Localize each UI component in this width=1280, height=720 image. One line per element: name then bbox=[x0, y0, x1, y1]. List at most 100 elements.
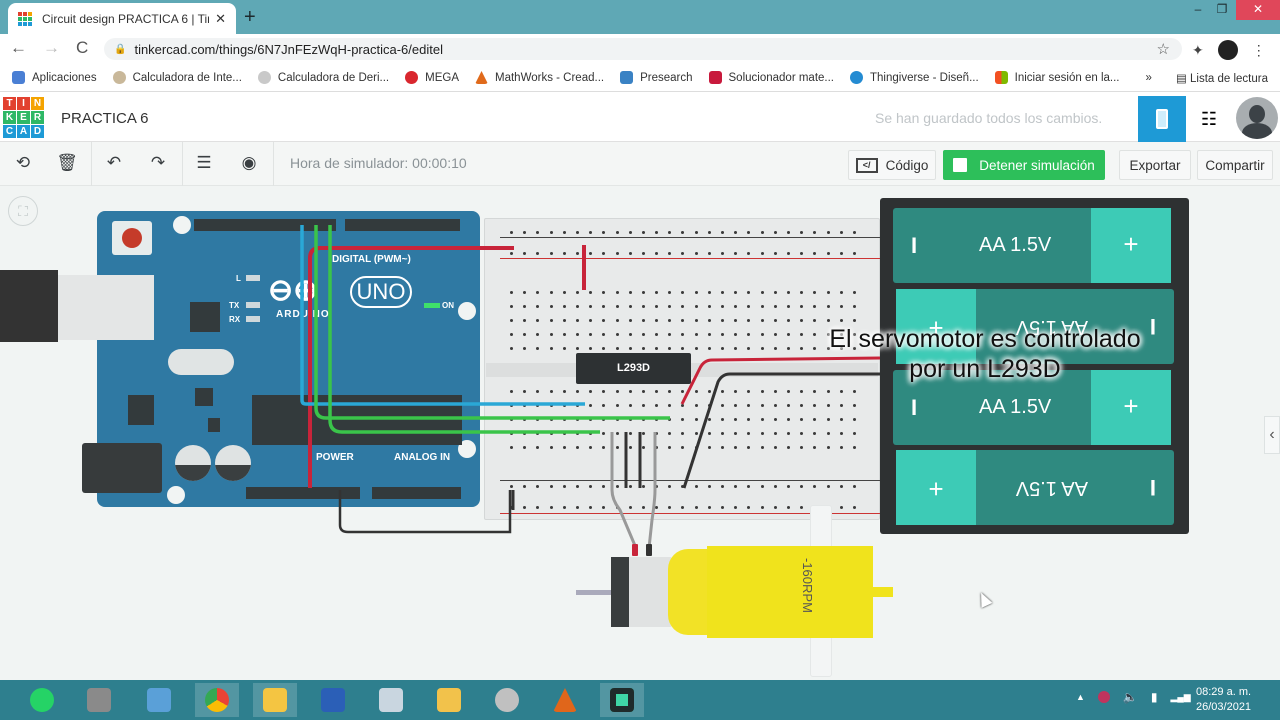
bookmark-item[interactable]: Iniciar sesión en la... bbox=[994, 71, 1120, 84]
battery-label: AA 1.5V bbox=[979, 396, 1052, 418]
logo-letter: C bbox=[3, 125, 16, 138]
toolbar-divider bbox=[273, 142, 274, 186]
logo-letter: R bbox=[31, 111, 44, 124]
battery-cell: I AA 1.5V + bbox=[896, 450, 1174, 525]
battery-icon[interactable]: ▮ bbox=[1150, 690, 1158, 704]
undo-icon[interactable]: ↶ bbox=[106, 153, 122, 172]
crystal-oscillator bbox=[168, 349, 234, 375]
menu-kebab-icon[interactable]: ⋮ bbox=[1251, 41, 1266, 58]
bookmark-star-icon[interactable]: ☆ bbox=[1156, 41, 1170, 58]
folder-icon bbox=[263, 688, 287, 712]
motor-output-shaft bbox=[873, 587, 893, 597]
bookmark-item[interactable]: Solucionador mate... bbox=[708, 71, 834, 84]
fit-view-button[interactable]: ⛶ bbox=[8, 196, 38, 226]
taskbar-file-explorer[interactable] bbox=[253, 683, 297, 717]
analog-label: ANALOG IN bbox=[394, 452, 451, 463]
bookmarks-overflow-button[interactable]: » bbox=[1145, 71, 1152, 84]
notes-icon[interactable]: ☰ bbox=[196, 153, 212, 172]
forward-icon[interactable]: → bbox=[43, 38, 60, 57]
clock-date: 26/03/2021 bbox=[1196, 701, 1252, 713]
l293d-chip[interactable]: L293D bbox=[576, 353, 691, 384]
url-text: tinkercad.com/things/6N7JnFEzWqH-practic… bbox=[134, 41, 443, 57]
delete-icon[interactable]: 🗑 bbox=[56, 153, 78, 172]
code-button[interactable]: </ Código bbox=[848, 150, 936, 180]
share-button[interactable]: Compartir bbox=[1197, 150, 1273, 180]
visibility-eye-icon[interactable]: ◉ bbox=[241, 153, 257, 172]
bookmark-item[interactable]: Calculadora de Inte... bbox=[112, 71, 242, 84]
bookmark-item[interactable]: Presearch bbox=[620, 71, 693, 84]
bookmark-favicon-icon bbox=[112, 71, 126, 84]
tray-overflow-chevron-icon[interactable]: ▲ bbox=[1076, 692, 1085, 702]
components-panel-toggle[interactable]: ‹ bbox=[1264, 416, 1280, 454]
taskbar-hammer-tool[interactable] bbox=[427, 683, 471, 717]
bookmark-item[interactable]: Calculadora de Deri... bbox=[257, 71, 390, 84]
smd-chip bbox=[195, 388, 213, 406]
plus-terminal: + bbox=[1091, 208, 1171, 283]
code-editor-icon: </ bbox=[855, 157, 878, 173]
bookmark-item[interactable]: MathWorks - Cread... bbox=[475, 71, 604, 84]
component-list-button[interactable]: ☷ bbox=[1186, 96, 1232, 142]
motor-lead-black[interactable] bbox=[646, 544, 652, 556]
back-icon[interactable]: ← bbox=[10, 38, 27, 57]
minimize-button[interactable]: – bbox=[1194, 2, 1202, 16]
stop-simulation-button[interactable]: Detener simulación bbox=[943, 150, 1105, 180]
project-title[interactable]: PRACTICA 6 bbox=[61, 110, 149, 127]
extensions-puzzle-icon[interactable]: ✦ bbox=[1192, 41, 1204, 58]
hobby-gearmotor[interactable] bbox=[707, 546, 873, 638]
power-label: POWER bbox=[316, 452, 354, 463]
tab-close-icon[interactable]: ✕ bbox=[215, 10, 226, 26]
reload-icon[interactable]: C bbox=[76, 38, 89, 57]
logo-letter: A bbox=[17, 125, 30, 138]
rotate-icon[interactable]: ⟲ bbox=[15, 153, 31, 172]
motor-lead-red[interactable] bbox=[632, 544, 638, 556]
logo-letter: T bbox=[3, 97, 16, 110]
breadboard-hole-row bbox=[510, 485, 856, 489]
profile-avatar[interactable] bbox=[1217, 40, 1238, 60]
bookmark-label: MEGA bbox=[425, 71, 460, 84]
taskbar-calculator[interactable] bbox=[369, 683, 413, 717]
bookmark-item[interactable]: MEGA bbox=[405, 71, 459, 84]
volume-icon[interactable]: 🔈 bbox=[1122, 690, 1138, 704]
reading-list-button[interactable]: ▤ Lista de lectura bbox=[1176, 71, 1268, 85]
taskbar-word[interactable] bbox=[311, 683, 355, 717]
table-list-icon: ☷ bbox=[1200, 108, 1218, 129]
browser-tab[interactable]: Circuit design PRACTICA 6 | Tinkercad ✕ bbox=[8, 3, 236, 34]
usb-port bbox=[58, 275, 154, 340]
tab-title: Circuit design PRACTICA 6 | Tinkercad bbox=[42, 11, 209, 26]
taskbar-matlab[interactable] bbox=[543, 683, 587, 717]
url-bar[interactable]: 🔒 tinkercad.com/things/6N7JnFEzWqH-pract… bbox=[104, 38, 1182, 60]
reading-list-icon: ▤ bbox=[1175, 73, 1190, 85]
reset-button[interactable] bbox=[112, 221, 152, 255]
taskbar-control-panel[interactable] bbox=[137, 683, 181, 717]
taskbar-filmora[interactable] bbox=[600, 683, 644, 717]
taskbar-firewall[interactable] bbox=[77, 683, 121, 717]
uno-badge: UNO bbox=[350, 276, 412, 308]
motor-rpm-label: -160RPM bbox=[800, 558, 815, 613]
bookmark-item[interactable]: Thingiverse - Diseñ... bbox=[850, 71, 979, 84]
led-rx bbox=[246, 316, 260, 322]
user-avatar[interactable] bbox=[1236, 97, 1278, 139]
mega-icon bbox=[405, 71, 419, 84]
mounting-hole bbox=[173, 216, 191, 234]
bookmark-label: Calculadora de Deri... bbox=[277, 71, 390, 84]
export-button[interactable]: Exportar bbox=[1119, 150, 1191, 180]
circuit-view-button[interactable] bbox=[1138, 96, 1186, 142]
new-tab-button[interactable]: + bbox=[244, 6, 256, 28]
dc-motor-can[interactable] bbox=[611, 557, 671, 627]
taskbar-chrome[interactable] bbox=[195, 683, 239, 717]
recording-icon[interactable] bbox=[1097, 691, 1110, 703]
network-signal-icon[interactable]: ▂▄▆ bbox=[1170, 691, 1191, 702]
close-window-button[interactable]: ✕ bbox=[1236, 0, 1280, 20]
analog-header bbox=[372, 487, 461, 499]
digital-header-right bbox=[345, 219, 460, 231]
tinkercad-logo[interactable]: T I N K E R C A D bbox=[3, 97, 44, 139]
logo-letter: K bbox=[3, 111, 16, 124]
system-clock[interactable]: 08:29 a. m. 26/03/2021 bbox=[1196, 685, 1251, 715]
taskbar-whatsapp[interactable] bbox=[20, 683, 64, 717]
taskbar-snipping-tool[interactable] bbox=[485, 683, 529, 717]
breadboard-hole-row bbox=[510, 291, 856, 295]
bookmark-apps[interactable]: Aplicaciones bbox=[12, 71, 97, 84]
redo-icon[interactable]: ↷ bbox=[150, 153, 166, 172]
battery-pack-4xAA[interactable]: I AA 1.5V + I AA 1.5V + I AA 1.5V + I AA… bbox=[880, 198, 1189, 534]
restore-button[interactable]: ❐ bbox=[1216, 2, 1228, 16]
